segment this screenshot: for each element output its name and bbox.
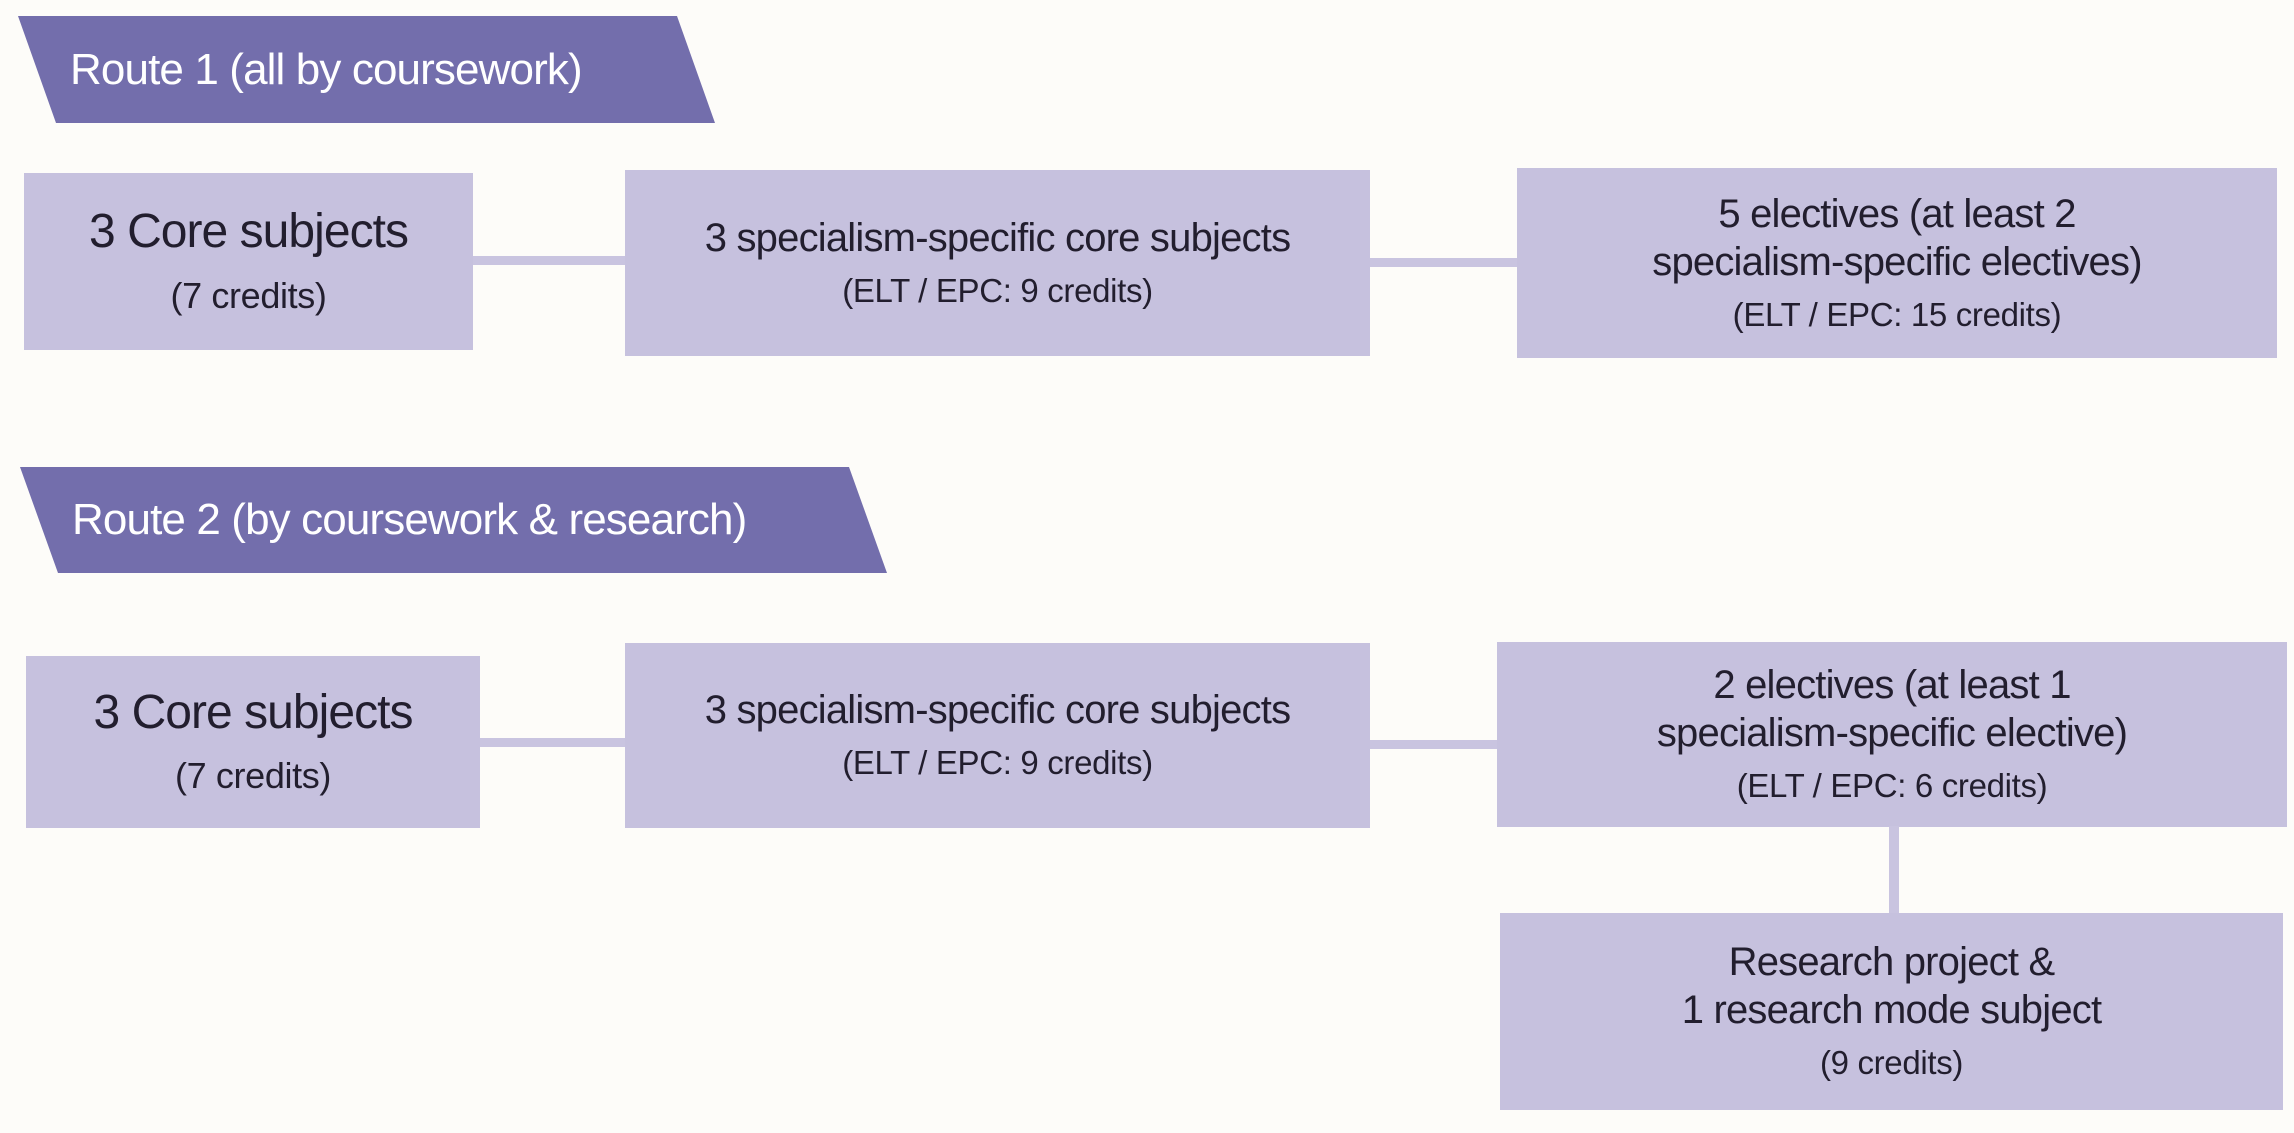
route1-electives-box: 5 electives (at least 2 specialism-speci… bbox=[1517, 168, 2277, 358]
route2-electives-box: 2 electives (at least 1 specialism-speci… bbox=[1497, 642, 2287, 827]
box-title-line1: 2 electives (at least 1 bbox=[1713, 663, 2071, 708]
box-credits: (7 credits) bbox=[170, 274, 327, 316]
route2-specialism-core-box: 3 specialism-specific core subjects (ELT… bbox=[625, 643, 1370, 828]
box-title: 3 specialism-specific core subjects bbox=[704, 215, 1291, 260]
box-title: 3 specialism-specific core subjects bbox=[704, 688, 1291, 733]
route1-connector-2 bbox=[1370, 258, 1517, 267]
box-credits: (7 credits) bbox=[174, 755, 332, 797]
route1-banner: Route 1 (all by coursework) bbox=[18, 16, 715, 123]
route1-core-subjects-box: 3 Core subjects (7 credits) bbox=[24, 173, 473, 350]
box-title-line2: specialism-specific elective) bbox=[1656, 711, 2128, 756]
box-title: 3 Core subjects bbox=[88, 205, 409, 259]
box-credits: (ELT / EPC: 9 credits) bbox=[842, 271, 1153, 309]
box-credits: (ELT / EPC: 9 credits) bbox=[842, 744, 1153, 782]
box-credits: (ELT / EPC: 15 credits) bbox=[1732, 295, 2062, 333]
route2-connector-1 bbox=[480, 738, 625, 747]
route1-banner-label: Route 1 (all by coursework) bbox=[70, 44, 582, 94]
route2-core-subjects-box: 3 Core subjects (7 credits) bbox=[26, 656, 480, 828]
box-credits: (ELT / EPC: 6 credits) bbox=[1736, 767, 2048, 805]
box-title-line2: 1 research mode subject bbox=[1681, 988, 2102, 1033]
route2-banner: Route 2 (by coursework & research) bbox=[20, 467, 887, 573]
box-credits: (9 credits) bbox=[1819, 1044, 1964, 1082]
route2-banner-label: Route 2 (by coursework & research) bbox=[72, 495, 747, 544]
box-title: 3 Core subjects bbox=[93, 685, 413, 739]
route1-specialism-core-box: 3 specialism-specific core subjects (ELT… bbox=[625, 170, 1370, 356]
route2-vertical-connector bbox=[1889, 826, 1899, 917]
box-title-line1: Research project & bbox=[1728, 940, 2056, 985]
route1-connector-1 bbox=[473, 256, 625, 265]
route2-connector-2 bbox=[1370, 740, 1497, 749]
box-title-line2: specialism-specific electives) bbox=[1652, 239, 2142, 284]
box-title-line1: 5 electives (at least 2 bbox=[1718, 191, 2076, 236]
route2-research-project-box: Research project & 1 research mode subje… bbox=[1500, 913, 2283, 1110]
